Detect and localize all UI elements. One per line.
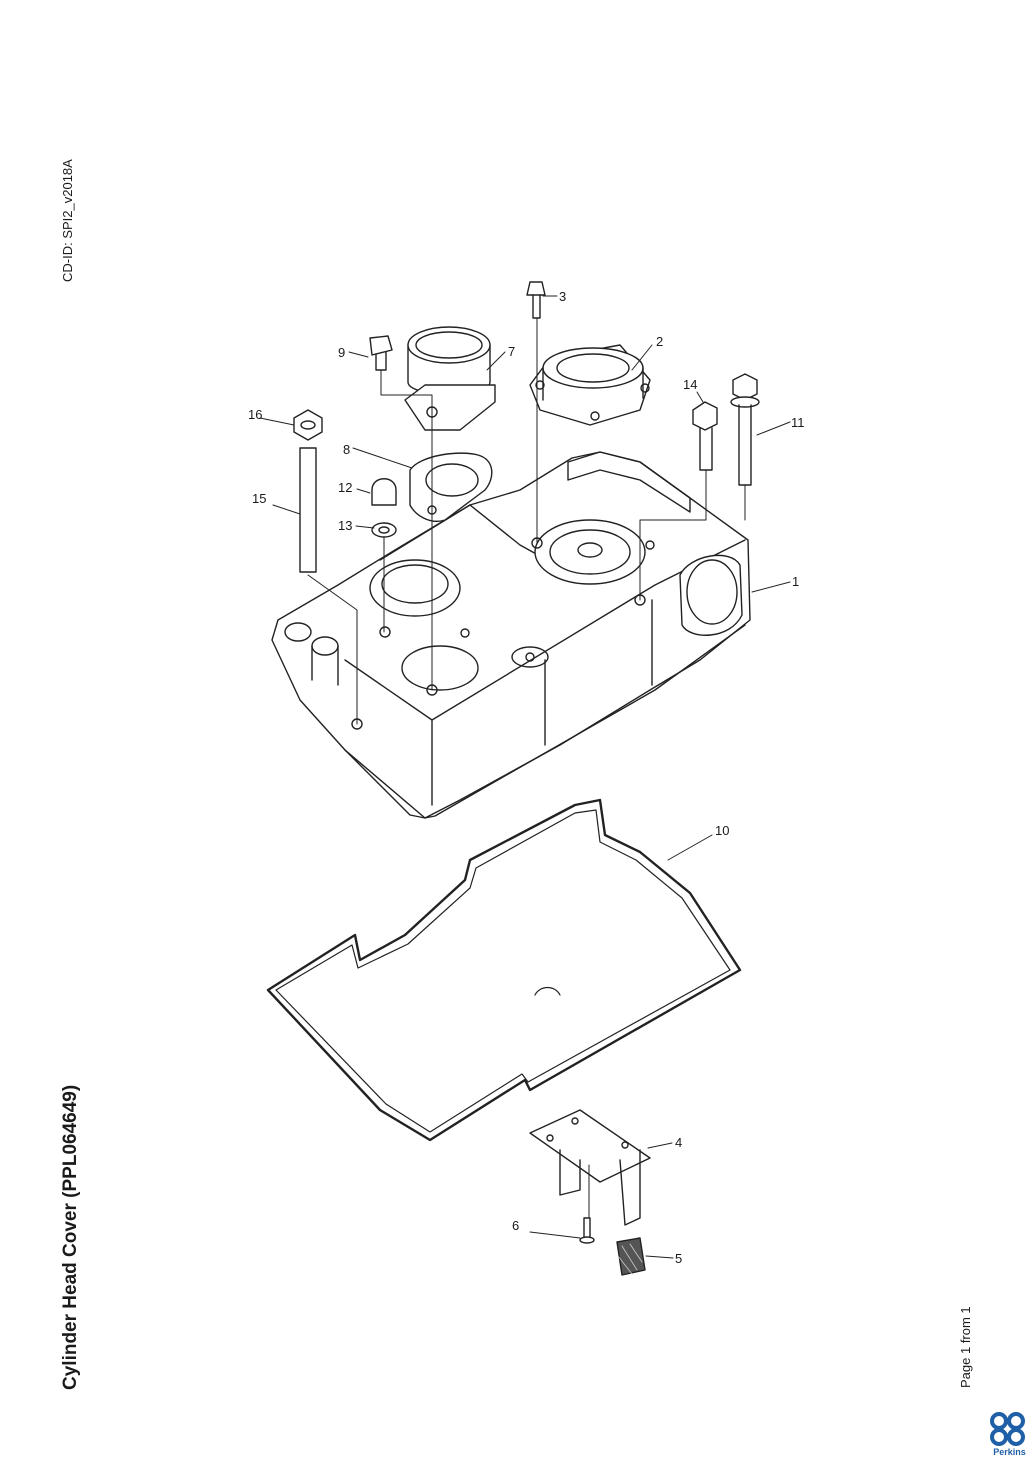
callout-11: 11: [791, 415, 805, 430]
part-nut: [293, 409, 323, 441]
part-screw-6: [579, 1217, 595, 1244]
callout-3: 3: [559, 289, 566, 304]
part-filter-mesh: [616, 1237, 646, 1276]
part-outlet-connection: [404, 326, 496, 431]
callout-16: 16: [248, 407, 262, 422]
part-breather-cover: [529, 344, 651, 426]
callout-15: 15: [252, 491, 266, 506]
callout-1: 1: [792, 574, 799, 589]
part-gasket: [266, 798, 742, 1142]
part-baffle: [529, 1109, 651, 1226]
brand-name: Perkins: [993, 1447, 1026, 1457]
part-bolt-11: [730, 373, 760, 486]
callout-9: 9: [338, 345, 345, 360]
callout-12: 12: [338, 480, 352, 495]
part-bolt-14: [692, 401, 718, 471]
part-bolt-3: [526, 281, 546, 319]
perkins-logo-icon: [990, 1412, 1025, 1446]
callout-6: 6: [512, 1218, 519, 1233]
callout-10: 10: [715, 823, 729, 838]
part-cap-nut: [371, 478, 397, 538]
part-cover-body: [271, 451, 751, 819]
part-screw-9: [369, 335, 393, 371]
callout-4: 4: [675, 1135, 682, 1150]
callout-8: 8: [343, 442, 350, 457]
callout-7: 7: [508, 344, 515, 359]
assembly-lines: [259, 295, 791, 1259]
callout-5: 5: [675, 1251, 682, 1266]
callout-2: 2: [656, 334, 663, 349]
callout-13: 13: [338, 518, 352, 533]
callout-14: 14: [683, 377, 697, 392]
part-stud: [299, 447, 317, 573]
